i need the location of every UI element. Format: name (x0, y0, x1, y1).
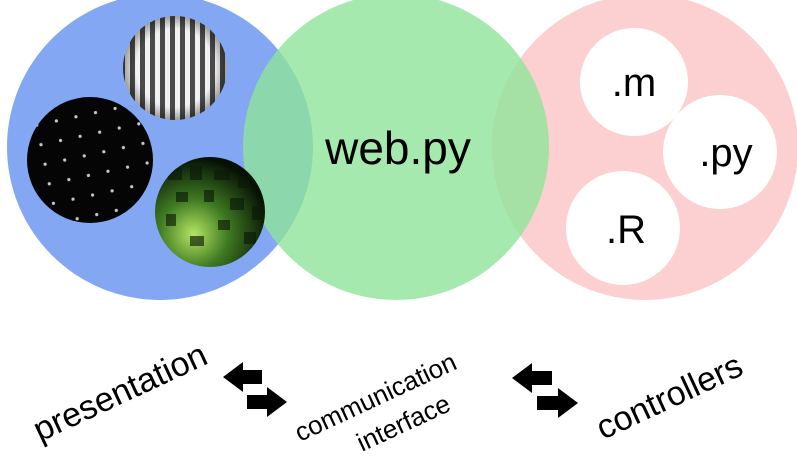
striped-grating-icon (123, 16, 227, 120)
controller-py-label: .py (699, 131, 752, 175)
controller-m-label: .m (612, 61, 656, 105)
center-label: web.py (324, 122, 471, 174)
controllers-label: controllers (590, 347, 748, 448)
dot-grid-icon (27, 97, 153, 223)
controller-py-circle (663, 95, 777, 209)
controller-r-circle (566, 171, 680, 285)
presentation-label: presentation (27, 336, 213, 450)
green-blocks-icon (155, 157, 265, 267)
exchange-arrows-icon (223, 362, 287, 417)
exchange-arrows-icon (512, 363, 578, 418)
interface-circle (243, 0, 549, 300)
controller-r-label: .R (606, 208, 646, 252)
controller-m-circle (580, 28, 688, 136)
